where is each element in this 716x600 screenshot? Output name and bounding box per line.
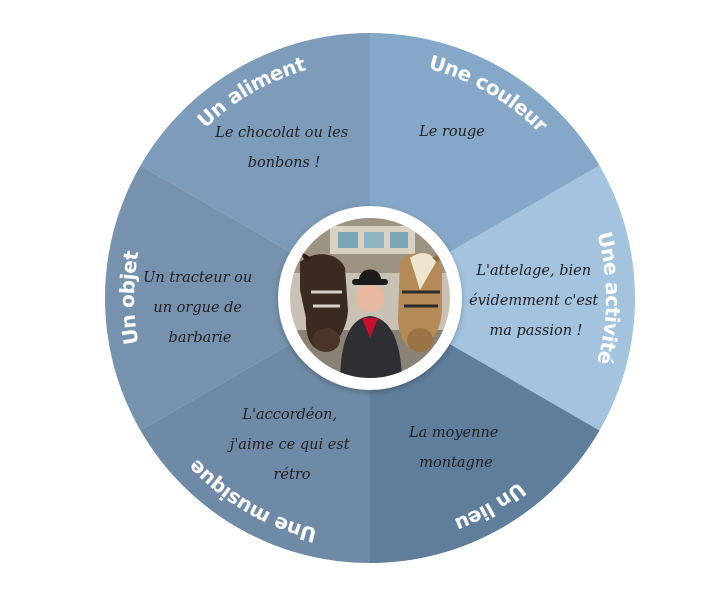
- answer-aliment: Le chocolat ou les bonbons !: [214, 125, 353, 171]
- answer-couleur: Le rouge: [418, 124, 485, 140]
- answer-lieu: La moyenne montagne: [408, 425, 503, 471]
- answer-objet: Un tracteur ou un orgue de barbarie: [143, 270, 257, 346]
- center-portrait: [278, 206, 462, 390]
- segment-activite: [370, 165, 636, 431]
- answer-musique: L'accordéon, j'aime ce qui est rétro: [227, 407, 354, 483]
- portrait-photo-icon: [290, 218, 450, 378]
- segment-objet: [104, 165, 371, 431]
- answer-activite: L'attelage, bien évidemment c'est ma pas…: [469, 263, 603, 339]
